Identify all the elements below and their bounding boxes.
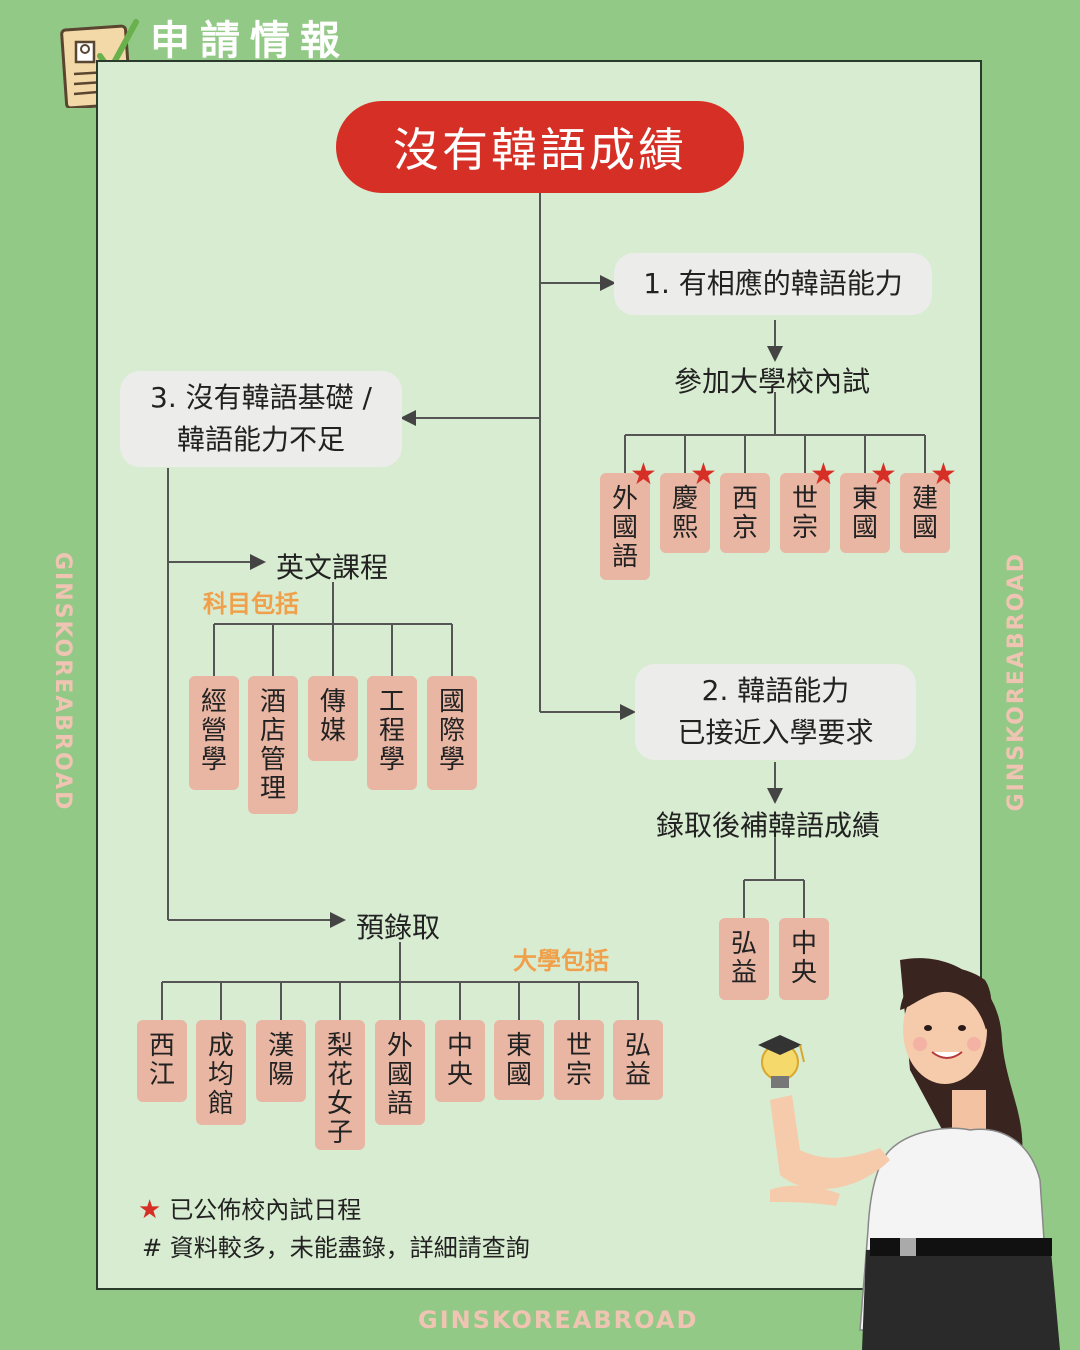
school-tag: 中 央: [779, 918, 829, 1000]
school-tag: 外 國 語: [600, 473, 650, 580]
star-icon: ★: [138, 1195, 162, 1225]
school-tag: 西 京: [720, 473, 770, 553]
legend-note: # 資料較多，未能盡錄，詳細請查詢: [142, 1234, 530, 1262]
legend-star-row: ★已公佈校內試日程: [138, 1190, 361, 1225]
english-course-label: 英文課程: [276, 551, 389, 584]
woman-illustration: [758, 958, 1060, 1350]
root-node: 沒有韓語成績: [336, 101, 744, 193]
brand-watermark-right: GINSKOREABROAD: [1004, 552, 1029, 812]
subject-tag: 國 際 學: [427, 676, 477, 790]
option-1-sub: 參加大學校內試: [674, 365, 871, 398]
universities-label: 大學包括: [513, 947, 609, 975]
subjects-label: 科目包括: [203, 590, 299, 618]
brand-watermark-bottom: GINSKOREABROAD: [418, 1306, 699, 1334]
school-tag: 東 國: [494, 1020, 544, 1100]
subject-tag: 酒 店 管 理: [248, 676, 298, 814]
subject-tag: 工 程 學: [367, 676, 417, 790]
option-2-sub: 錄取後補韓語成績: [656, 809, 881, 842]
conditional-label: 預錄取: [356, 911, 441, 944]
school-tag: 東 國: [840, 473, 890, 553]
school-tag: 慶 熙: [660, 473, 710, 553]
school-tag: 中 央: [435, 1020, 485, 1102]
school-tag: 建 國: [900, 473, 950, 553]
page-title: 申請情報: [150, 18, 350, 64]
school-tag: 世 宗: [780, 473, 830, 553]
option-2-box: 2. 韓語能力 已接近入學要求: [635, 664, 916, 760]
star-icon: ★: [690, 457, 717, 492]
star-icon: ★: [870, 457, 897, 492]
school-tag: 弘 益: [613, 1020, 663, 1100]
legend-star-text: 已公佈校內試日程: [169, 1196, 362, 1224]
option-1-box: 1. 有相應的韓語能力: [614, 253, 932, 315]
school-tag: 弘 益: [719, 918, 769, 1000]
school-tag: 西 江: [137, 1020, 187, 1102]
subject-tag: 傳 媒: [308, 676, 358, 761]
school-tag: 成 均 館: [196, 1020, 246, 1125]
school-tag: 梨 花 女 子: [315, 1020, 365, 1150]
school-tag: 外 國 語: [375, 1020, 425, 1125]
star-icon: ★: [930, 457, 957, 492]
star-icon: ★: [810, 457, 837, 492]
school-tag: 漢 陽: [256, 1020, 306, 1102]
brand-watermark-left: GINSKOREABROAD: [50, 552, 75, 812]
school-tag: 世 宗: [554, 1020, 604, 1100]
subject-tag: 經 營 學: [189, 676, 239, 790]
option-3-box: 3. 沒有韓語基礎 / 韓語能力不足: [120, 371, 402, 467]
star-icon: ★: [630, 457, 657, 492]
